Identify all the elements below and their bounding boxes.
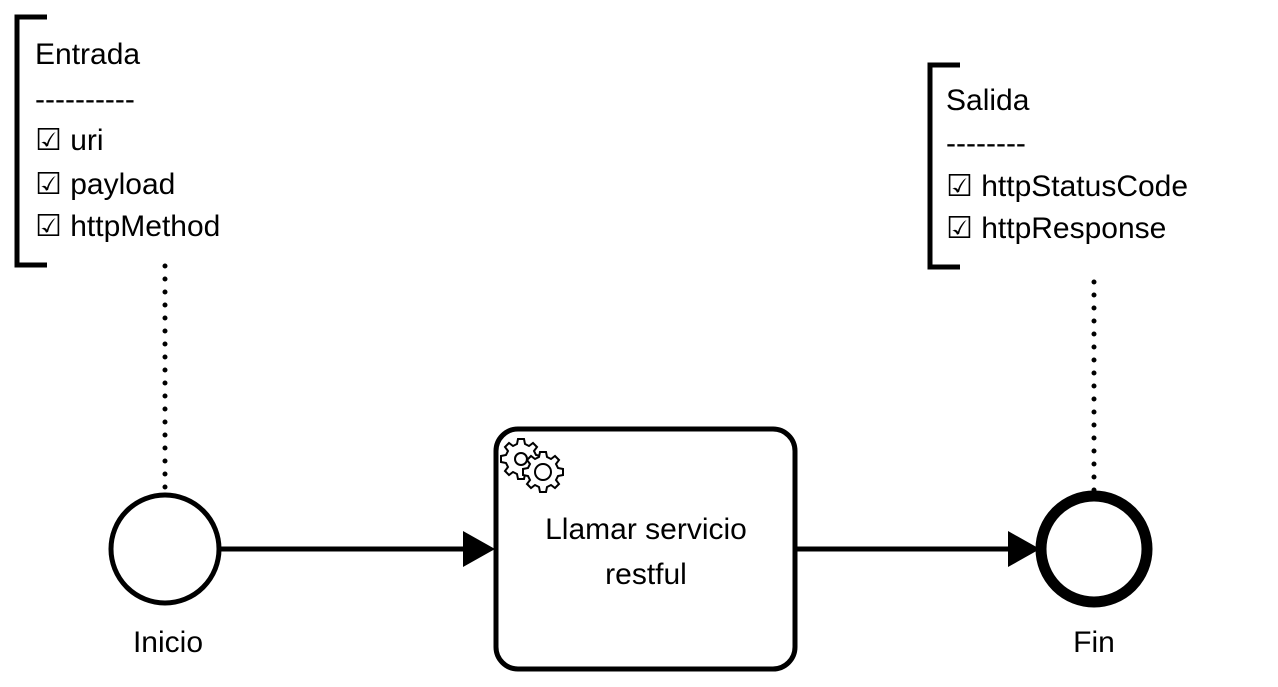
task-label-line-2: restful: [605, 558, 687, 591]
task-label-line-1: Llamar servicio: [545, 513, 747, 546]
end-event[interactable]: Fin: [1035, 490, 1153, 659]
input-annotation-bracket: [14, 14, 47, 268]
input-annotation-separator: ----------: [35, 83, 135, 116]
start-event[interactable]: Inicio: [108, 492, 222, 659]
task-box[interactable]: [493, 426, 798, 672]
output-annotation-title: Salida: [946, 84, 1030, 117]
service-task[interactable]: Llamar servicio restful: [493, 426, 798, 672]
output-annotation-bracket: [927, 62, 960, 270]
input-annotation-title: Entrada: [35, 38, 140, 71]
input-item-httpmethod: ☑ httpMethod: [35, 210, 220, 243]
input-annotation: Entrada ---------- ☑ uri ☑ payload ☑ htt…: [14, 14, 220, 268]
flow-arrowhead: [463, 531, 495, 567]
output-item-httpstatuscode: ☑ httpStatusCode: [946, 170, 1188, 203]
flow-arrowhead: [1008, 531, 1040, 567]
output-annotation-separator: --------: [946, 127, 1026, 160]
end-event-circle[interactable]: [1035, 490, 1153, 608]
end-event-label: Fin: [1073, 626, 1115, 659]
sequence-flow-start-to-task: [220, 531, 495, 567]
output-item-httpresponse: ☑ httpResponse: [946, 212, 1166, 245]
sequence-flow-task-to-end: [795, 531, 1040, 567]
start-event-circle[interactable]: [108, 492, 222, 606]
input-item-uri: ☑ uri: [35, 124, 104, 157]
gears-icon: [500, 438, 564, 493]
output-annotation: Salida -------- ☑ httpStatusCode ☑ httpR…: [927, 62, 1188, 270]
start-event-label: Inicio: [133, 626, 203, 659]
input-item-payload: ☑ payload: [35, 168, 175, 201]
